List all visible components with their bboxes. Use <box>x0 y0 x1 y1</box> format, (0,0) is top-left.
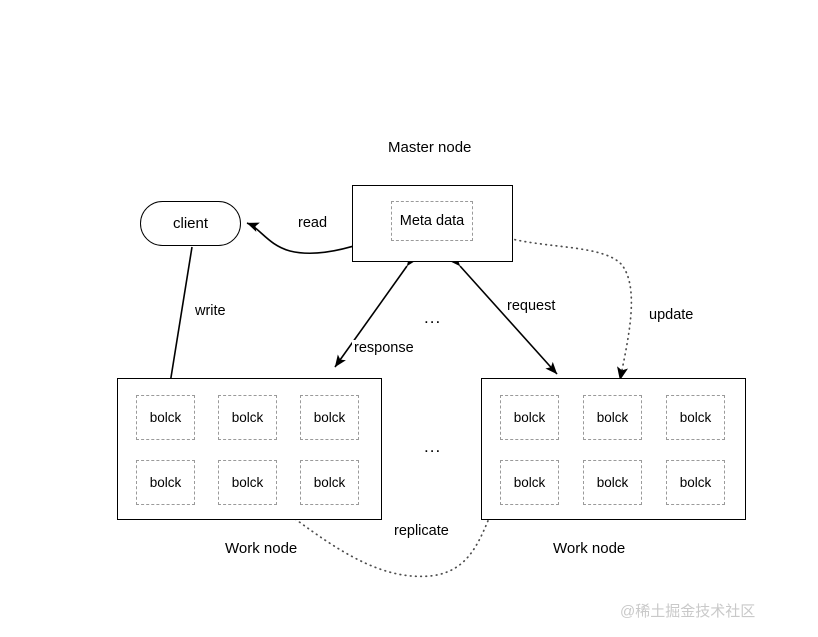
edge-response <box>334 253 418 368</box>
block[interactable]: bolck <box>136 460 195 505</box>
edge-label-replicate: replicate <box>392 523 451 539</box>
block[interactable]: bolck <box>666 395 725 440</box>
edge-label-update: update <box>647 307 696 323</box>
work-node-left-caption: Work node <box>225 540 298 557</box>
block[interactable]: bolck <box>218 395 277 440</box>
ellipsis-top: ... <box>424 308 442 327</box>
edge-label-request: request <box>505 298 558 314</box>
edge-label-write: write <box>193 303 228 319</box>
edge-label-read: read <box>296 215 330 231</box>
edge-label-response: response <box>352 340 416 356</box>
client-node[interactable]: client <box>140 201 241 246</box>
edge-write <box>164 246 193 397</box>
block[interactable]: bolck <box>218 460 277 505</box>
edge-request <box>448 253 558 375</box>
block[interactable]: bolck <box>583 460 642 505</box>
watermark: @稀土掘金技术社区 <box>620 603 756 620</box>
edge-replicate <box>178 427 495 578</box>
meta-data-box[interactable]: Meta data <box>391 201 473 241</box>
block[interactable]: bolck <box>583 395 642 440</box>
block[interactable]: bolck <box>500 460 559 505</box>
block[interactable]: bolck <box>136 395 195 440</box>
block[interactable]: bolck <box>500 395 559 440</box>
work-node-right-caption: Work node <box>553 540 626 557</box>
block[interactable]: bolck <box>300 460 359 505</box>
block[interactable]: bolck <box>300 395 359 440</box>
master-node-caption: Master node <box>388 139 472 156</box>
ellipsis-bottom: ... <box>424 437 442 456</box>
block[interactable]: bolck <box>666 460 725 505</box>
edge-update <box>467 215 633 381</box>
